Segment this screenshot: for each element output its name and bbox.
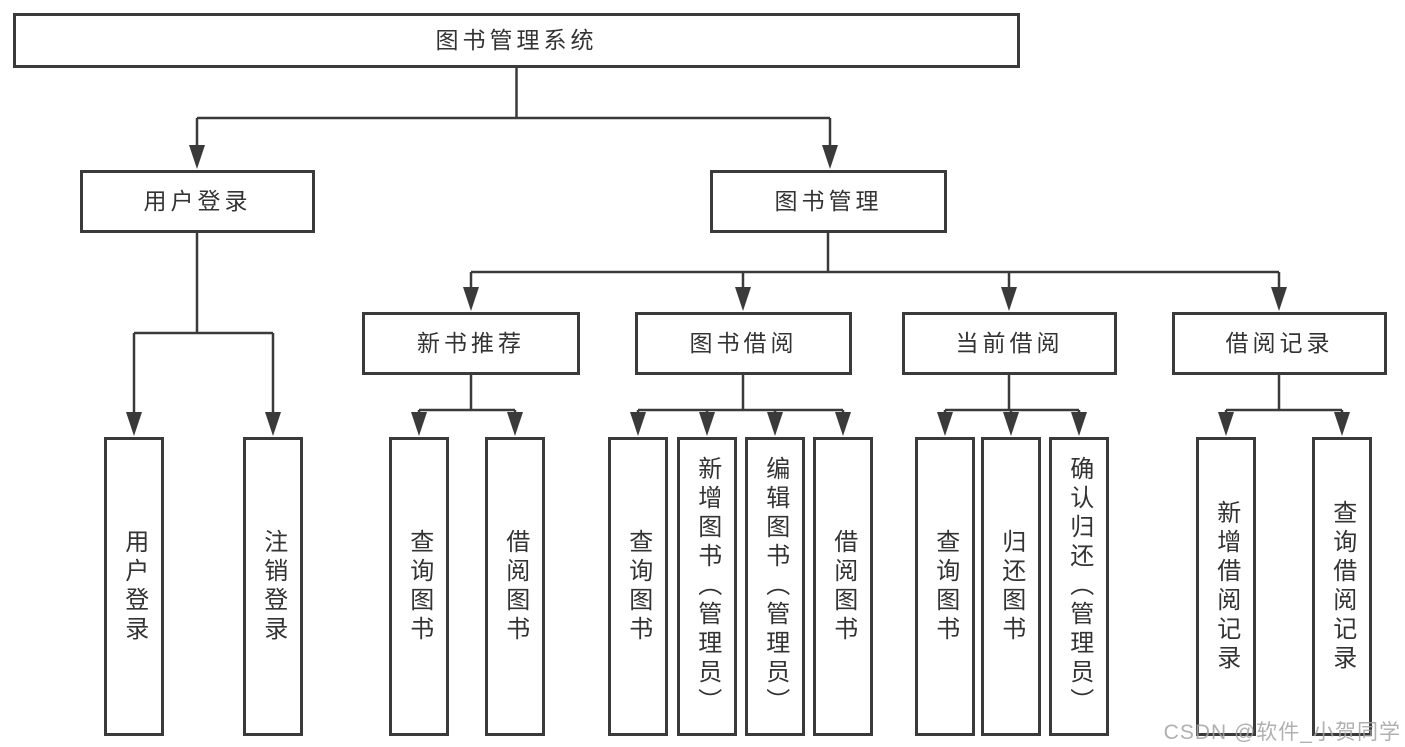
- arrow-down-icon: [1003, 412, 1019, 436]
- node-user-login-branch: 用户登录: [80, 170, 315, 233]
- arrow-down-icon: [937, 412, 953, 436]
- connector-user-login-branch: [132, 233, 275, 413]
- leaf-query-book-current: 查询图书: [915, 437, 975, 736]
- leaf-add-borrow-record: 新增借阅记录: [1196, 437, 1256, 736]
- arrow-down-icon: [699, 412, 715, 436]
- arrow-down-icon: [463, 287, 479, 311]
- node-book-management-branch: 图书管理: [710, 170, 947, 233]
- connector-borrow-records-branch: [1224, 375, 1344, 414]
- arrow-down-icon: [630, 412, 646, 436]
- arrow-down-icon: [189, 145, 205, 169]
- connector-root-drop: [195, 68, 832, 146]
- leaf-query-borrow-record: 查询借阅记录: [1312, 437, 1372, 736]
- arrow-down-icon: [1271, 287, 1287, 311]
- arrow-down-icon: [735, 287, 751, 311]
- arrow-down-icon: [1218, 412, 1234, 436]
- leaf-edit-book-admin: 编辑图书（管理员）: [745, 437, 805, 736]
- arrowheads: [126, 145, 1350, 436]
- node-current-borrow: 当前借阅: [902, 312, 1117, 375]
- arrow-down-icon: [507, 412, 523, 436]
- leaf-return-book: 归还图书: [981, 437, 1041, 736]
- arrow-down-icon: [835, 412, 851, 436]
- leaf-query-book-recommend: 查询图书: [389, 437, 449, 736]
- arrow-down-icon: [411, 412, 427, 436]
- node-new-book-recommend: 新书推荐: [362, 312, 580, 375]
- connector-current-borrow-branch: [943, 375, 1081, 414]
- node-borrow-records: 借阅记录: [1172, 312, 1387, 375]
- arrow-down-icon: [1071, 412, 1087, 436]
- leaf-borrow-book-recommend: 借阅图书: [485, 437, 545, 736]
- leaf-user-login: 用户登录: [104, 437, 164, 736]
- arrow-down-icon: [767, 412, 783, 436]
- connector-book-borrow-branch: [636, 375, 845, 414]
- leaf-add-book-admin: 新增图书（管理员）: [677, 437, 737, 736]
- arrow-down-icon: [1001, 287, 1017, 311]
- csdn-watermark: CSDN @软件_小贺同学: [1163, 721, 1401, 744]
- leaf-query-book-borrow: 查询图书: [608, 437, 668, 736]
- leaf-borrow-book: 借阅图书: [813, 437, 873, 736]
- leaf-confirm-return-admin: 确认归还（管理员）: [1049, 437, 1109, 736]
- node-system-root: 图书管理系统: [13, 13, 1020, 68]
- leaf-logout: 注销登录: [243, 437, 303, 736]
- node-book-borrow: 图书借阅: [635, 312, 852, 375]
- arrow-down-icon: [265, 412, 281, 436]
- connector-new-book-recommend-branch: [417, 375, 517, 414]
- arrow-down-icon: [822, 145, 838, 169]
- connector-book-management-branch: [469, 233, 1281, 288]
- arrow-down-icon: [126, 412, 142, 436]
- arrow-down-icon: [1334, 412, 1350, 436]
